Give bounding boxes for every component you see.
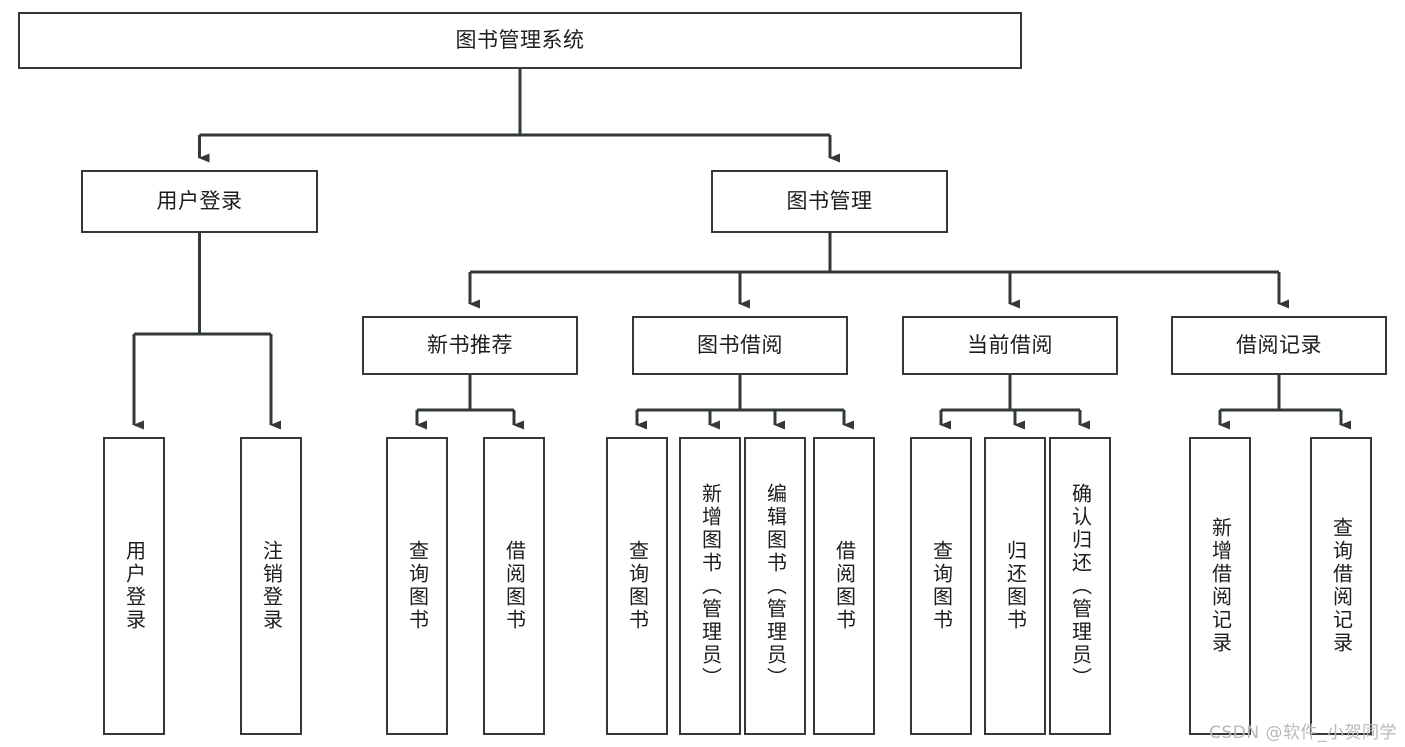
node-book-management[interactable]: 图书管理: [711, 170, 948, 233]
csdn-watermark: CSDN @软件_小贺同学: [1209, 723, 1397, 743]
leaf-node[interactable]: 用户登录: [103, 437, 165, 735]
node-root-system[interactable]: 图书管理系统: [18, 12, 1022, 69]
leaf-node-label: 借阅图书: [502, 540, 527, 632]
node-root-label: 图书管理系统: [455, 28, 585, 53]
node-current-borrow-label: 当前借阅: [967, 333, 1053, 358]
node-borrow-record-label: 借阅记录: [1236, 333, 1322, 358]
leaf-node[interactable]: 新增图书（管理员）: [679, 437, 741, 735]
node-new-book-recommend[interactable]: 新书推荐: [362, 316, 578, 375]
node-user-login[interactable]: 用户登录: [81, 170, 318, 233]
leaf-node-label: 借阅图书: [832, 540, 857, 632]
leaf-node[interactable]: 查询借阅记录: [1310, 437, 1372, 735]
node-current-borrow[interactable]: 当前借阅: [902, 316, 1118, 375]
leaf-node-label: 查询借阅记录: [1329, 517, 1354, 655]
node-new-book-recommend-label: 新书推荐: [427, 333, 513, 358]
node-book-management-label: 图书管理: [786, 189, 873, 214]
leaf-node-label: 查询图书: [405, 540, 430, 632]
leaf-node[interactable]: 编辑图书（管理员）: [744, 437, 806, 735]
leaf-node-label: 确认归还（管理员）: [1068, 482, 1093, 690]
leaf-node[interactable]: 确认归还（管理员）: [1049, 437, 1111, 735]
leaf-node-label: 新增图书（管理员）: [698, 482, 723, 690]
node-book-borrow[interactable]: 图书借阅: [632, 316, 848, 375]
leaf-node[interactable]: 查询图书: [606, 437, 668, 735]
leaf-node-label: 查询图书: [929, 540, 954, 632]
leaf-node-label: 编辑图书（管理员）: [763, 482, 788, 690]
leaf-node[interactable]: 查询图书: [910, 437, 972, 735]
leaf-node-label: 用户登录: [122, 540, 147, 632]
leaf-node-label: 注销登录: [259, 540, 284, 632]
leaf-node[interactable]: 新增借阅记录: [1189, 437, 1251, 735]
node-user-login-label: 用户登录: [156, 189, 243, 214]
node-borrow-record[interactable]: 借阅记录: [1171, 316, 1387, 375]
leaf-node[interactable]: 借阅图书: [813, 437, 875, 735]
leaf-node-label: 新增借阅记录: [1208, 517, 1233, 655]
leaf-node[interactable]: 归还图书: [984, 437, 1046, 735]
leaf-node[interactable]: 借阅图书: [483, 437, 545, 735]
leaf-node[interactable]: 查询图书: [386, 437, 448, 735]
leaf-node-label: 查询图书: [625, 540, 650, 632]
node-book-borrow-label: 图书借阅: [697, 333, 783, 358]
leaf-node-label: 归还图书: [1003, 540, 1028, 632]
leaf-node[interactable]: 注销登录: [240, 437, 302, 735]
